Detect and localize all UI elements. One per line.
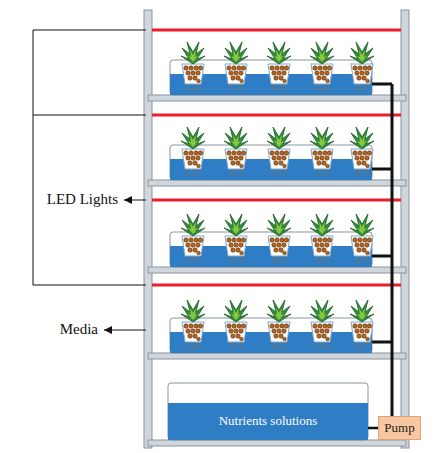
leader-line <box>124 200 146 201</box>
shelf <box>148 440 406 446</box>
tank-body <box>168 383 368 440</box>
led-light <box>152 114 401 117</box>
plant <box>181 42 205 92</box>
node-text: Pump <box>384 421 414 436</box>
plant <box>181 300 205 350</box>
led-light <box>152 284 401 287</box>
plant <box>350 42 374 92</box>
leader-line <box>104 330 146 331</box>
bracket <box>33 30 146 285</box>
plant <box>350 127 374 177</box>
plant <box>267 42 291 92</box>
rack-post <box>401 10 409 448</box>
supply-pipe <box>372 84 392 416</box>
shelf <box>148 180 406 186</box>
led-light <box>152 199 401 202</box>
node-text: Nutrients solutions <box>219 414 318 429</box>
plant <box>310 42 334 92</box>
shelf <box>148 95 406 101</box>
plant <box>350 214 374 264</box>
plant <box>310 214 334 264</box>
led-light <box>152 29 401 32</box>
plant <box>224 300 248 350</box>
shelf <box>148 353 406 359</box>
callout-label: LED Lights <box>47 191 118 208</box>
plant <box>267 214 291 264</box>
callout-label: Media <box>60 321 98 338</box>
pump-box: Pump <box>378 416 421 440</box>
plant <box>224 42 248 92</box>
pipe-connector <box>368 427 378 430</box>
plant <box>224 127 248 177</box>
plant <box>350 300 374 350</box>
plant <box>181 214 205 264</box>
rack-post <box>144 10 152 448</box>
nutrient-tank: Nutrients solutions <box>168 403 368 440</box>
plant <box>224 214 248 264</box>
plant <box>267 127 291 177</box>
plant <box>310 300 334 350</box>
plant <box>181 127 205 177</box>
plant <box>310 127 334 177</box>
plant <box>267 300 291 350</box>
shelf <box>148 267 406 273</box>
